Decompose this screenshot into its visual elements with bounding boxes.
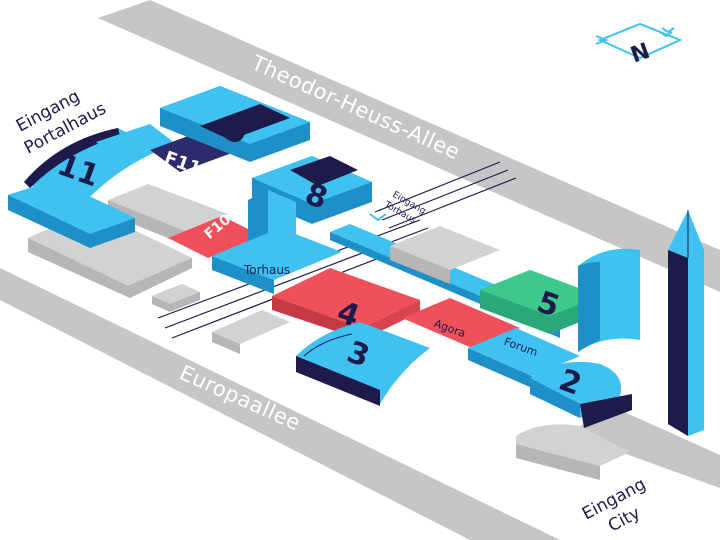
service-block-southeast — [516, 424, 630, 480]
area-agora[interactable]: Agora — [402, 298, 520, 348]
road-theodor-heuss-allee — [98, 0, 720, 292]
skyscraper — [668, 210, 704, 436]
road-connector — [565, 410, 720, 488]
torhaus-building[interactable]: Torhaus — [212, 190, 342, 294]
hall-2[interactable]: 2 — [530, 361, 632, 428]
torhaus-label: Torhaus — [243, 263, 290, 277]
road-europaallee — [0, 268, 560, 540]
service-block-center — [390, 226, 500, 284]
hall-3[interactable]: 3 — [296, 322, 430, 406]
tower-round — [578, 248, 640, 352]
hall-11[interactable]: 11 — [8, 124, 176, 248]
entrance-city[interactable]: Eingang City — [579, 474, 649, 536]
hall-9[interactable]: 9 — [160, 86, 310, 162]
rail-track-east — [374, 161, 517, 229]
service-block-southwest — [212, 310, 290, 354]
compass-north-icon: N — [595, 22, 683, 68]
entrance-torhaus-arrow-icon — [369, 213, 387, 222]
area-forum[interactable]: Forum — [468, 328, 580, 388]
hall-5[interactable]: 5 — [480, 270, 600, 334]
